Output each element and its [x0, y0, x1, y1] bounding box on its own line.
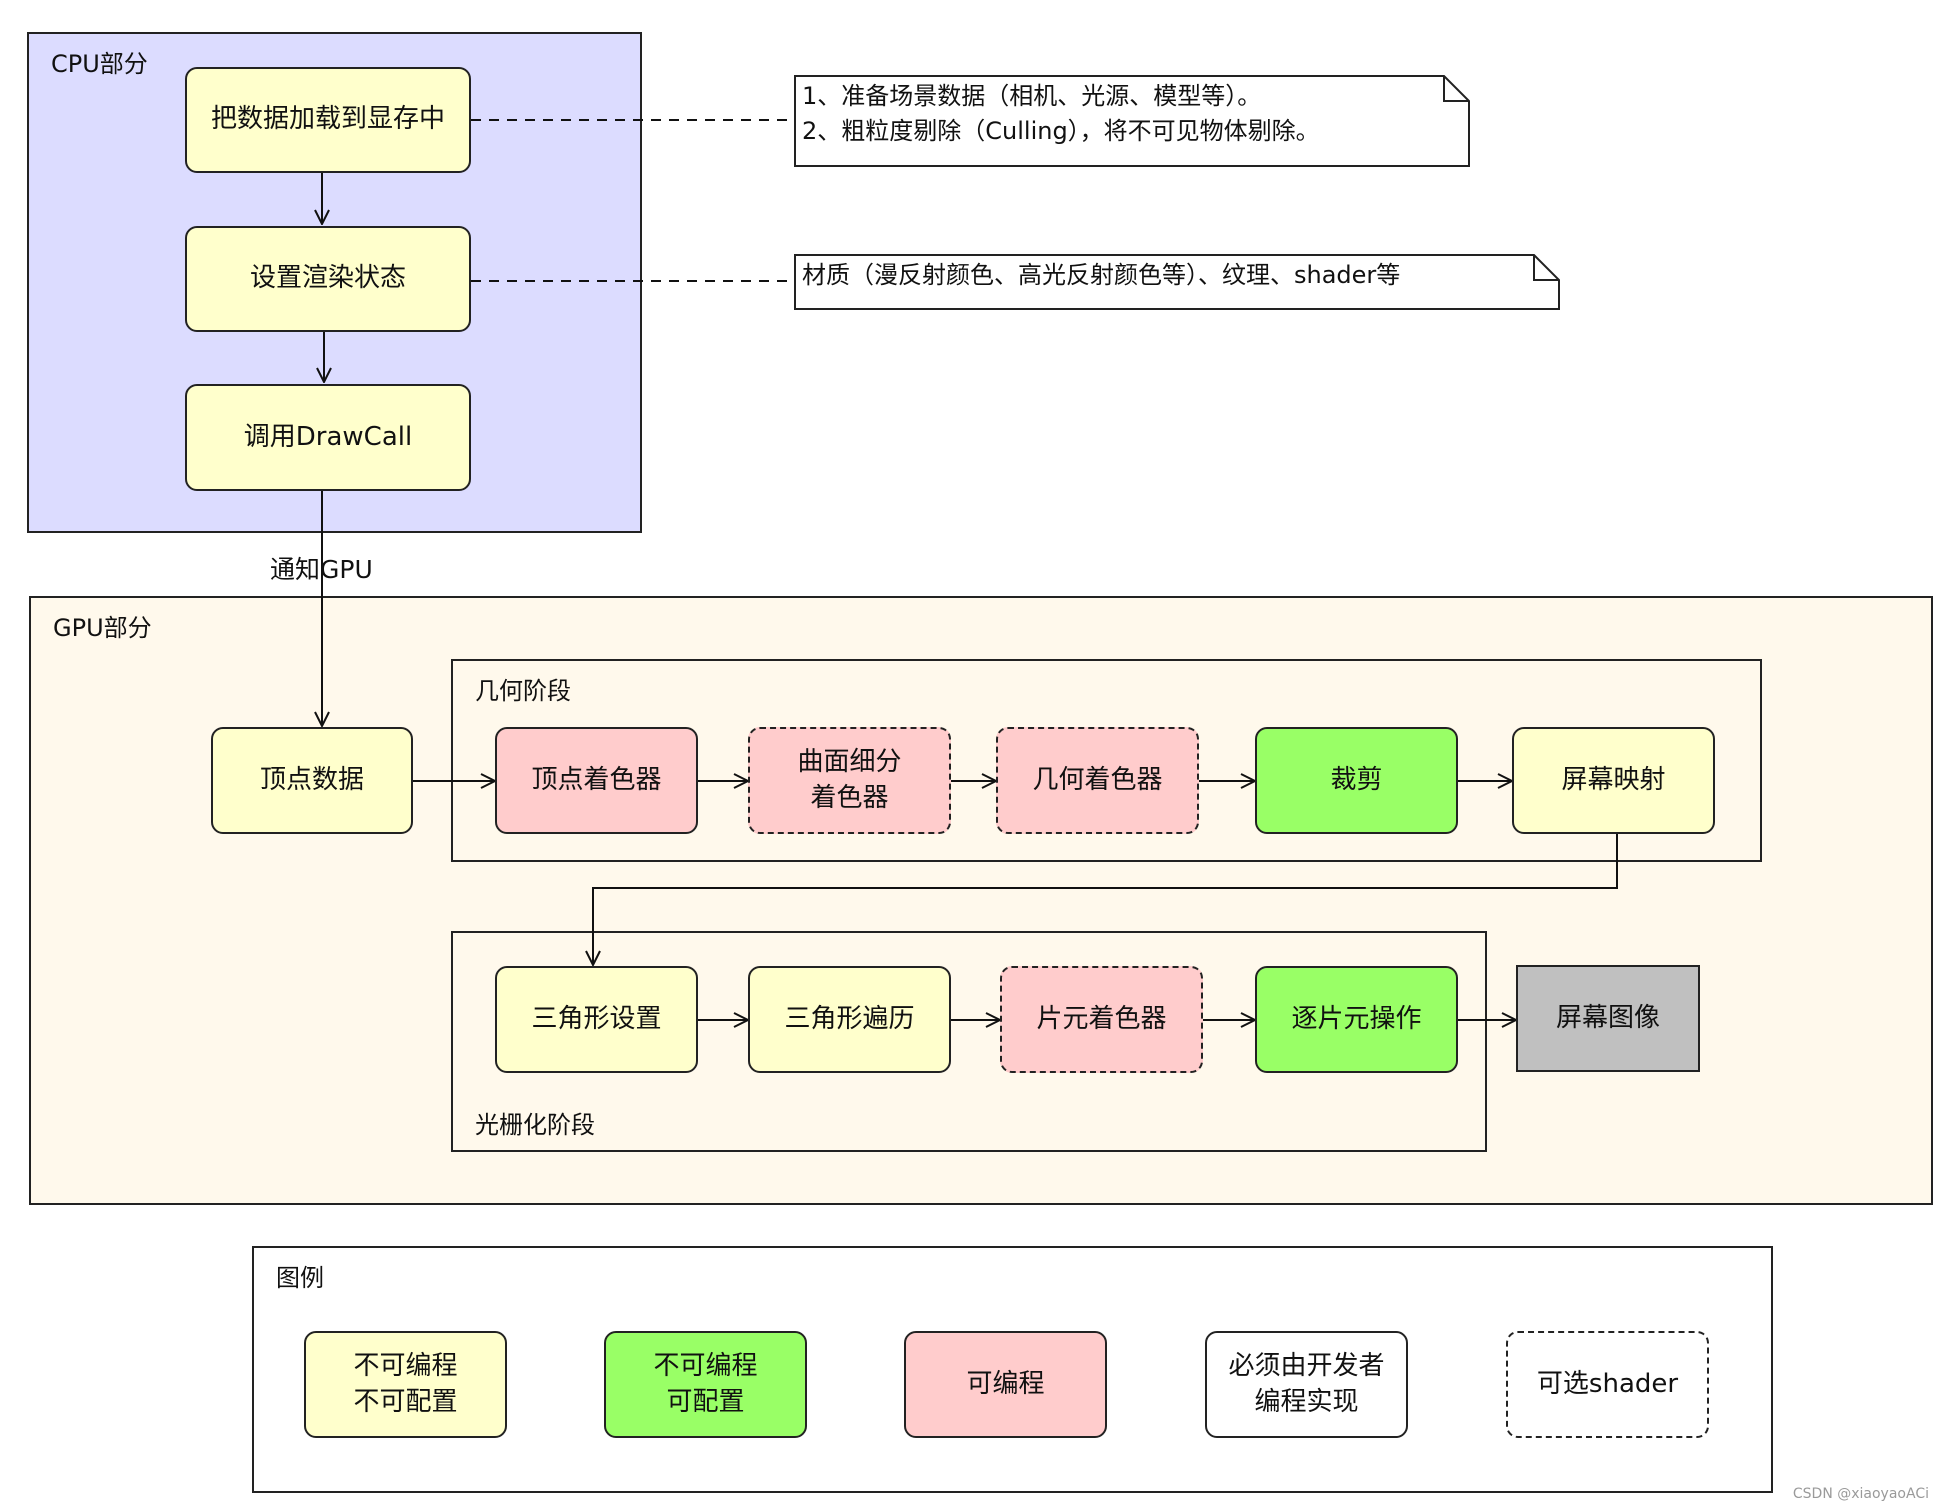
cpu-step-load-data: 把数据加载到显存中 — [185, 67, 471, 173]
note-render-state-outline — [794, 254, 1560, 310]
note-load-data-line2: 2、粗粒度剔除（Culling），将不可见物体剔除。 — [802, 116, 1320, 145]
geometry-geometry-shader: 几何着色器 — [996, 727, 1199, 834]
cpu-step-drawcall: 调用DrawCall — [185, 384, 471, 491]
note-render-state-text: 材质（漫反射颜色、高光反射颜色等）、纹理、shader等 — [802, 261, 1401, 289]
cpu-step-set-render-state: 设置渲染状态 — [185, 226, 471, 332]
legend-programmable: 可编程 — [904, 1331, 1107, 1438]
cpu-region-label: CPU部分 — [51, 50, 148, 78]
watermark: CSDN @xiaoyaoACi — [1792, 1486, 1929, 1502]
raster-fragment-shader: 片元着色器 — [1000, 966, 1203, 1073]
raster-per-fragment-operations: 逐片元操作 — [1255, 966, 1458, 1073]
legend-optional-shader: 可选shader — [1506, 1331, 1709, 1438]
note-load-data: 1、准备场景数据（相机、光源、模型等）。 2、粗粒度剔除（Culling），将不… — [794, 75, 1470, 167]
legend-developer-implemented: 必须由开发者 编程实现 — [1205, 1331, 1408, 1438]
legend-configurable: 不可编程 可配置 — [604, 1331, 807, 1438]
note-load-data-outline — [794, 75, 1470, 167]
note-render-state: 材质（漫反射颜色、高光反射颜色等）、纹理、shader等 — [794, 254, 1560, 310]
gpu-region-label: GPU部分 — [53, 614, 152, 642]
gpu-vertex-data: 顶点数据 — [211, 727, 413, 834]
legend-title: 图例 — [276, 1264, 324, 1292]
raster-triangle-traversal: 三角形遍历 — [748, 966, 951, 1073]
gpu-screen-image: 屏幕图像 — [1516, 965, 1700, 1072]
notify-gpu-label: 通知GPU — [270, 555, 373, 584]
geometry-tessellation-shader: 曲面细分 着色器 — [748, 727, 951, 834]
raster-triangle-setup: 三角形设置 — [495, 966, 698, 1073]
raster-stage-label: 光栅化阶段 — [475, 1111, 595, 1139]
geometry-clipping: 裁剪 — [1255, 727, 1458, 834]
geometry-vertex-shader: 顶点着色器 — [495, 727, 698, 834]
geometry-screen-mapping: 屏幕映射 — [1512, 727, 1715, 834]
geometry-stage-label: 几何阶段 — [475, 677, 571, 705]
note-load-data-line1: 1、准备场景数据（相机、光源、模型等）。 — [802, 82, 1262, 110]
legend-fixed-function: 不可编程 不可配置 — [304, 1331, 507, 1438]
